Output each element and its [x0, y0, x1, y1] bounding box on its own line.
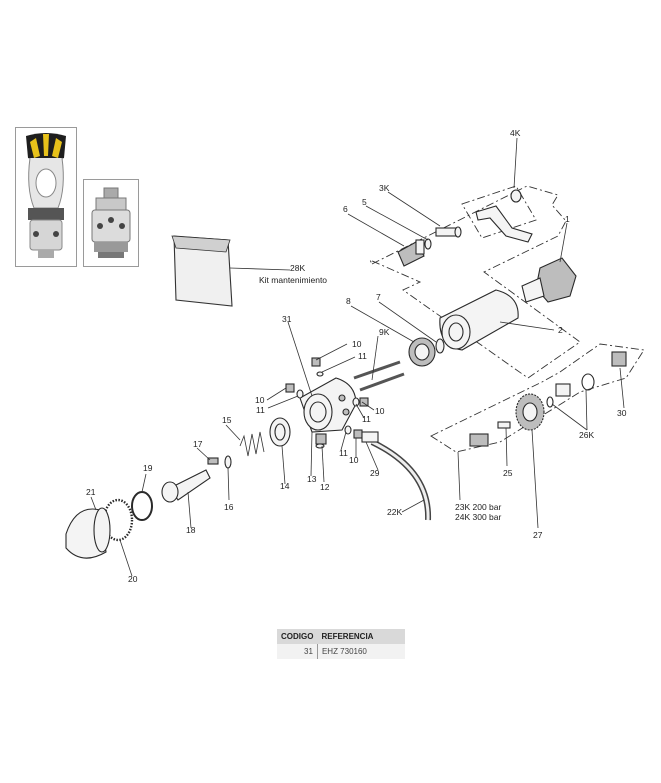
callout-21: 21	[86, 487, 96, 497]
4k-kit-boundary	[461, 185, 537, 239]
part-6-filter	[397, 239, 425, 267]
table-header-row: CODIGO REFERENCIA	[277, 629, 406, 644]
callout-10b: 10	[255, 395, 265, 405]
part-1-yoke-knob	[521, 257, 577, 303]
first-stage-image	[91, 187, 131, 258]
part-7-oring	[435, 338, 445, 354]
callout-13: 13	[307, 474, 317, 484]
callout-22k: 22K	[387, 507, 402, 517]
part-27-din-wheel	[515, 393, 545, 431]
callout-25: 25	[503, 468, 513, 478]
table-row: 31 EHZ 730160	[277, 644, 406, 659]
din-assembly-boundary	[430, 343, 645, 453]
header-referencia: REFERENCIA	[317, 629, 406, 644]
callout-27: 27	[533, 530, 543, 540]
part-30-plug	[611, 351, 627, 367]
part-2-yoke	[439, 289, 519, 351]
part-4k-parts	[475, 189, 533, 243]
product-photo-yoke	[15, 127, 77, 267]
part-29-hose-fitting	[361, 431, 379, 443]
callout-10d: 10	[349, 455, 359, 465]
part-5-oring	[424, 238, 432, 250]
yoke-assembly-boundary	[369, 185, 581, 379]
callout-12: 12	[320, 482, 330, 492]
header-codigo: CODIGO	[277, 629, 318, 644]
cell-code: 31	[277, 644, 318, 659]
part-17-seat	[207, 457, 219, 465]
callout-28k: 28K	[290, 263, 305, 273]
callout-30: 30	[617, 408, 627, 418]
callout-1: 1	[565, 214, 570, 224]
part-14-cap	[269, 417, 291, 447]
callout-labels: 4K 3K 5 6 1 2 7 8 9K 31 10 11 10 11 10 1…	[86, 128, 627, 584]
callout-6: 6	[343, 204, 348, 214]
callout-4k: 4K	[510, 128, 521, 138]
cell-reference: EHZ 730160	[317, 644, 406, 659]
callout-17: 17	[193, 439, 203, 449]
part-9k-rods	[353, 360, 405, 392]
part-22k-hose	[370, 439, 432, 521]
part-20-gear-ring	[102, 498, 134, 542]
regulator-yoke-image	[26, 133, 66, 258]
part-31-body	[299, 377, 357, 433]
product-photo-first-stage	[83, 179, 139, 267]
part-25-screw	[469, 421, 511, 447]
part-10-plugs	[285, 357, 369, 439]
part-19-oring	[131, 491, 153, 521]
part-18-piston	[161, 469, 211, 503]
callout-8: 8	[346, 296, 351, 306]
callout-15: 15	[222, 415, 232, 425]
variant-300-label: 24K 300 bar	[455, 512, 501, 522]
kit-label: Kit mantenimiento	[259, 275, 327, 285]
callout-11a: 11	[358, 351, 367, 361]
callout-5: 5	[362, 197, 367, 207]
callout-26k: 26K	[579, 430, 594, 440]
callout-19: 19	[143, 463, 153, 473]
callout-9k: 9K	[379, 327, 390, 337]
callout-2: 2	[558, 325, 563, 335]
callout-14: 14	[280, 481, 290, 491]
part-26k-orings	[546, 373, 595, 408]
callout-11b: 11	[256, 405, 265, 415]
leader-lines	[90, 137, 625, 577]
callout-20: 20	[128, 574, 138, 584]
callout-11c: 11	[362, 414, 371, 424]
variant-200-label: 23K 200 bar	[455, 502, 501, 512]
part-28k-kit-bag	[171, 235, 233, 307]
part-16-oring	[224, 455, 232, 469]
callout-7: 7	[376, 292, 381, 302]
callout-18: 18	[186, 525, 196, 535]
callout-11d: 11	[339, 448, 348, 458]
part-15-spring	[239, 431, 265, 457]
callout-10a: 10	[352, 339, 362, 349]
callout-29: 29	[370, 468, 380, 478]
part-8-ring-nut	[408, 337, 436, 367]
part-12-13-fittings	[315, 433, 327, 449]
callout-3k: 3K	[379, 183, 390, 193]
part-21-end-cap	[65, 507, 111, 559]
part-3k-pin	[435, 226, 462, 238]
callout-31: 31	[282, 314, 292, 324]
callout-16: 16	[224, 502, 234, 512]
part-11-orings	[296, 371, 360, 435]
callout-10c: 10	[375, 406, 385, 416]
reference-table: CODIGO REFERENCIA 31 EHZ 730160	[277, 629, 406, 659]
